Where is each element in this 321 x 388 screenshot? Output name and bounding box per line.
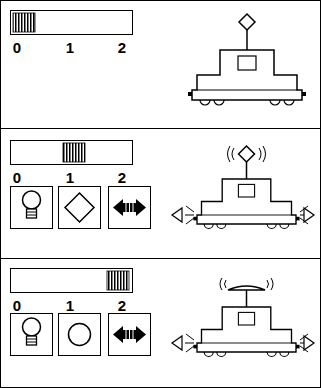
scale-number: 1 — [66, 40, 74, 55]
slider-track — [11, 141, 133, 165]
scale-number: 2 — [118, 170, 126, 185]
panel-divider — [0, 258, 321, 259]
light-icon — [11, 314, 53, 356]
panel-divider — [0, 128, 321, 129]
scale-number: 0 — [13, 40, 21, 55]
locomotive-lit — [172, 146, 314, 229]
light-icon — [11, 187, 53, 229]
scale-number: 1 — [66, 170, 74, 185]
locomotive-lit — [172, 278, 314, 357]
scale-number: 2 — [118, 40, 126, 55]
slider-knob — [63, 143, 85, 162]
slider-track — [11, 11, 133, 35]
direction-icon — [109, 187, 151, 229]
scale-number: 1 — [66, 298, 74, 313]
scale-number: 2 — [118, 298, 126, 313]
slider-knob — [107, 271, 129, 290]
direction-icon — [109, 314, 151, 356]
locomotive — [188, 14, 306, 105]
slider-track — [11, 269, 133, 293]
scale-number: 0 — [13, 170, 21, 185]
pantograph-down-icon — [59, 314, 101, 356]
scale-number: 0 — [13, 298, 21, 313]
slider-knob — [13, 13, 35, 32]
pantograph-up-icon — [59, 187, 101, 229]
